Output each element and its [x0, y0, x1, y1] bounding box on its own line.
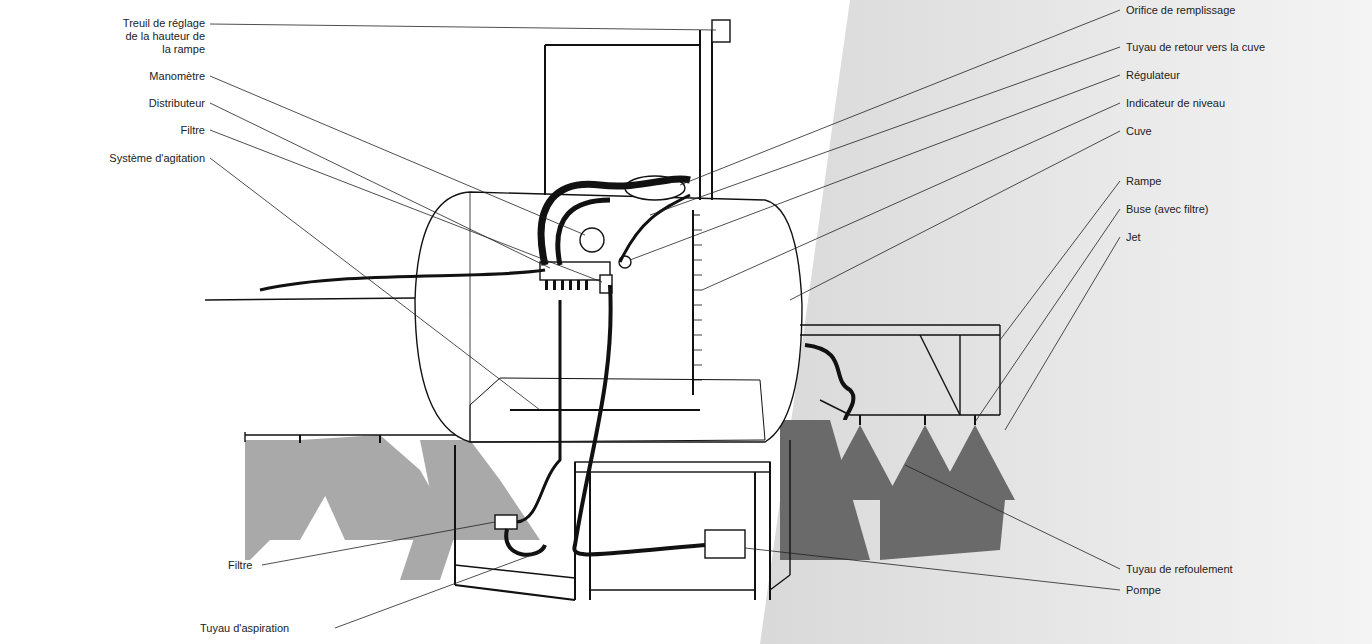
part-label: Tuyau de retour vers la cuve — [1126, 41, 1366, 54]
part-label: Distributeur — [55, 97, 205, 110]
distributor-valves — [545, 280, 588, 290]
part-label: Jet — [1126, 231, 1366, 244]
part-label: Tuyau de refoulement — [1126, 563, 1366, 576]
hoses — [260, 179, 853, 555]
part-label: Système d'agitation — [55, 152, 205, 165]
part-label: Orifice de remplissage — [1126, 4, 1366, 17]
part-label: Filtre — [228, 559, 288, 572]
leader-lines — [210, 10, 1120, 628]
spray-jets-right — [780, 420, 1015, 560]
part-label: Pompe — [1126, 584, 1366, 597]
part-label: Tuyau d'aspiration — [200, 622, 360, 635]
spray-jets-left — [245, 435, 540, 580]
part-label: Filtre — [55, 124, 205, 137]
part-label: Indicateur de niveau — [1126, 97, 1366, 110]
part-label: Régulateur — [1126, 69, 1366, 82]
sprayer-outline — [205, 20, 1000, 600]
background-shade — [760, 0, 1372, 644]
part-label: Treuil de réglage de la hauteur de la ra… — [115, 17, 205, 56]
part-label: Manomètre — [55, 70, 205, 83]
part-label: Buse (avec filtre) — [1126, 203, 1366, 216]
part-label: Rampe — [1126, 175, 1366, 188]
part-label: Cuve — [1126, 125, 1366, 138]
